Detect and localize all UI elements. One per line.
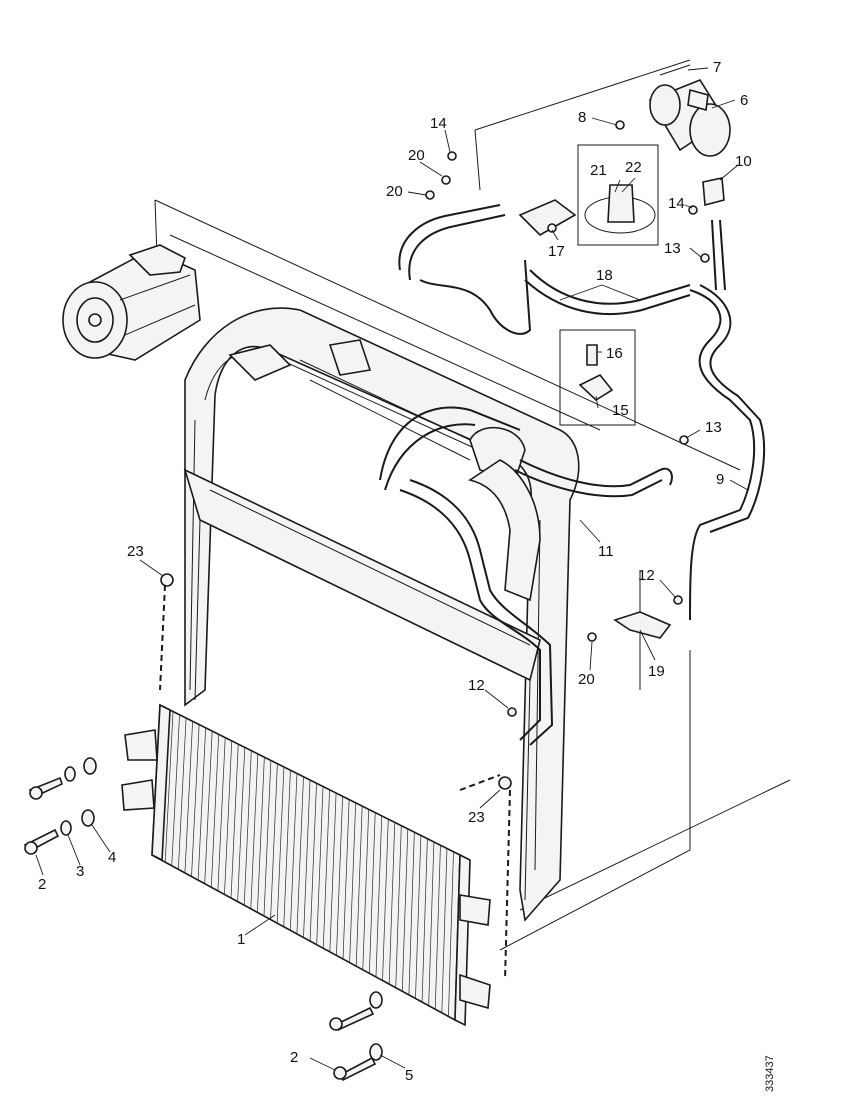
callout-6: 6 bbox=[740, 92, 748, 109]
callout-5: 5 bbox=[405, 1067, 413, 1084]
callout-18: 18 bbox=[596, 267, 613, 284]
condenser-fin bbox=[329, 793, 337, 952]
callout-20: 20 bbox=[578, 671, 595, 688]
leader-lines bbox=[35, 67, 749, 1071]
small-fasteners bbox=[160, 120, 710, 790]
condenser-fin bbox=[448, 851, 454, 1017]
condenser-fin bbox=[289, 773, 298, 931]
condenser-fin bbox=[382, 819, 389, 981]
condenser-fin bbox=[184, 721, 193, 873]
condenser-fin bbox=[336, 796, 343, 956]
condenser-fin bbox=[369, 812, 376, 974]
condenser-fin bbox=[283, 770, 291, 927]
detail-box-grommet bbox=[577, 144, 659, 246]
callout-11: 11 bbox=[598, 543, 614, 560]
receiver-drier bbox=[648, 64, 731, 157]
condenser-fin bbox=[177, 718, 187, 870]
callout-2: 2 bbox=[290, 1049, 298, 1066]
detail-box-clip bbox=[559, 329, 636, 426]
callout-23: 23 bbox=[468, 809, 485, 826]
condenser-fin bbox=[276, 766, 285, 924]
condenser-fin bbox=[322, 789, 330, 949]
condenser-fasteners-left bbox=[23, 757, 97, 855]
condenser-fin bbox=[375, 815, 383, 977]
callout-22: 22 bbox=[625, 159, 642, 176]
document-id: 333437 bbox=[764, 1055, 776, 1092]
condenser-fin bbox=[388, 822, 396, 985]
condenser-fin bbox=[349, 802, 357, 963]
condenser-fin bbox=[362, 809, 370, 970]
condenser-fin bbox=[296, 776, 304, 934]
condenser-fin bbox=[428, 841, 435, 1006]
callout-9: 9 bbox=[716, 471, 724, 488]
refrigerant-hoses bbox=[379, 204, 766, 746]
condenser-fin bbox=[303, 779, 311, 938]
callout-20: 20 bbox=[386, 183, 403, 200]
callout-23: 23 bbox=[127, 543, 144, 560]
condenser-fin bbox=[441, 848, 448, 1013]
reference-lines bbox=[154, 59, 791, 951]
pressure-switch bbox=[702, 177, 725, 207]
callout-16: 16 bbox=[606, 345, 623, 362]
condenser-fin bbox=[415, 835, 422, 999]
condenser-fin bbox=[355, 806, 363, 967]
condenser-fin bbox=[342, 799, 350, 960]
bracket-17 bbox=[518, 199, 577, 236]
condenser-fin bbox=[421, 838, 428, 1003]
condenser-fin bbox=[401, 828, 409, 992]
condenser-fin bbox=[434, 845, 441, 1010]
radiator bbox=[183, 468, 541, 901]
condenser-fin bbox=[210, 734, 220, 888]
alignment-dashes bbox=[159, 584, 511, 981]
callout-14: 14 bbox=[430, 115, 447, 132]
callout-19: 19 bbox=[648, 663, 665, 680]
condenser-fin bbox=[171, 714, 180, 866]
condenser-fin bbox=[408, 832, 415, 995]
condenser-fin bbox=[243, 750, 252, 906]
callout-12: 12 bbox=[468, 677, 485, 694]
condenser-fin bbox=[250, 753, 259, 909]
callout-20: 20 bbox=[408, 147, 425, 164]
callout-1: 1 bbox=[237, 931, 245, 948]
condenser-fasteners-bottom bbox=[329, 991, 383, 1082]
condenser-fin bbox=[197, 727, 207, 881]
condenser-fin bbox=[309, 783, 317, 942]
condenser bbox=[121, 703, 491, 1027]
callout-4: 4 bbox=[108, 849, 116, 866]
condenser-fin bbox=[263, 760, 272, 916]
mounting-frame bbox=[184, 307, 580, 922]
callout-8: 8 bbox=[578, 109, 586, 126]
compressor bbox=[62, 244, 201, 361]
condenser-fin bbox=[204, 731, 213, 884]
callout-2: 2 bbox=[38, 876, 46, 893]
callout-21: 21 bbox=[590, 162, 607, 179]
condenser-fin bbox=[230, 744, 239, 899]
callout-17: 17 bbox=[548, 243, 565, 260]
condenser-fin bbox=[316, 786, 324, 945]
condenser-fin bbox=[270, 763, 278, 920]
callout-10: 10 bbox=[735, 153, 752, 170]
callout-3: 3 bbox=[76, 863, 84, 880]
callout-15: 15 bbox=[612, 402, 629, 419]
callout-labels: 1 2 2 3 4 5 6 7 8 9 10 11 12 12 13 13 14… bbox=[38, 59, 752, 1084]
callout-13: 13 bbox=[705, 419, 722, 436]
condenser-fin bbox=[224, 740, 233, 895]
condenser-fin bbox=[237, 747, 246, 902]
callout-13: 13 bbox=[664, 240, 681, 257]
condenser-fin bbox=[164, 711, 174, 863]
condenser-fin bbox=[191, 724, 200, 877]
callout-14: 14 bbox=[668, 195, 685, 212]
clamp-19 bbox=[613, 611, 672, 639]
callout-12: 12 bbox=[638, 567, 655, 584]
callout-7: 7 bbox=[713, 59, 721, 76]
condenser-fin bbox=[217, 737, 226, 891]
condenser-fin bbox=[257, 757, 265, 913]
condenser-fin bbox=[395, 825, 402, 988]
